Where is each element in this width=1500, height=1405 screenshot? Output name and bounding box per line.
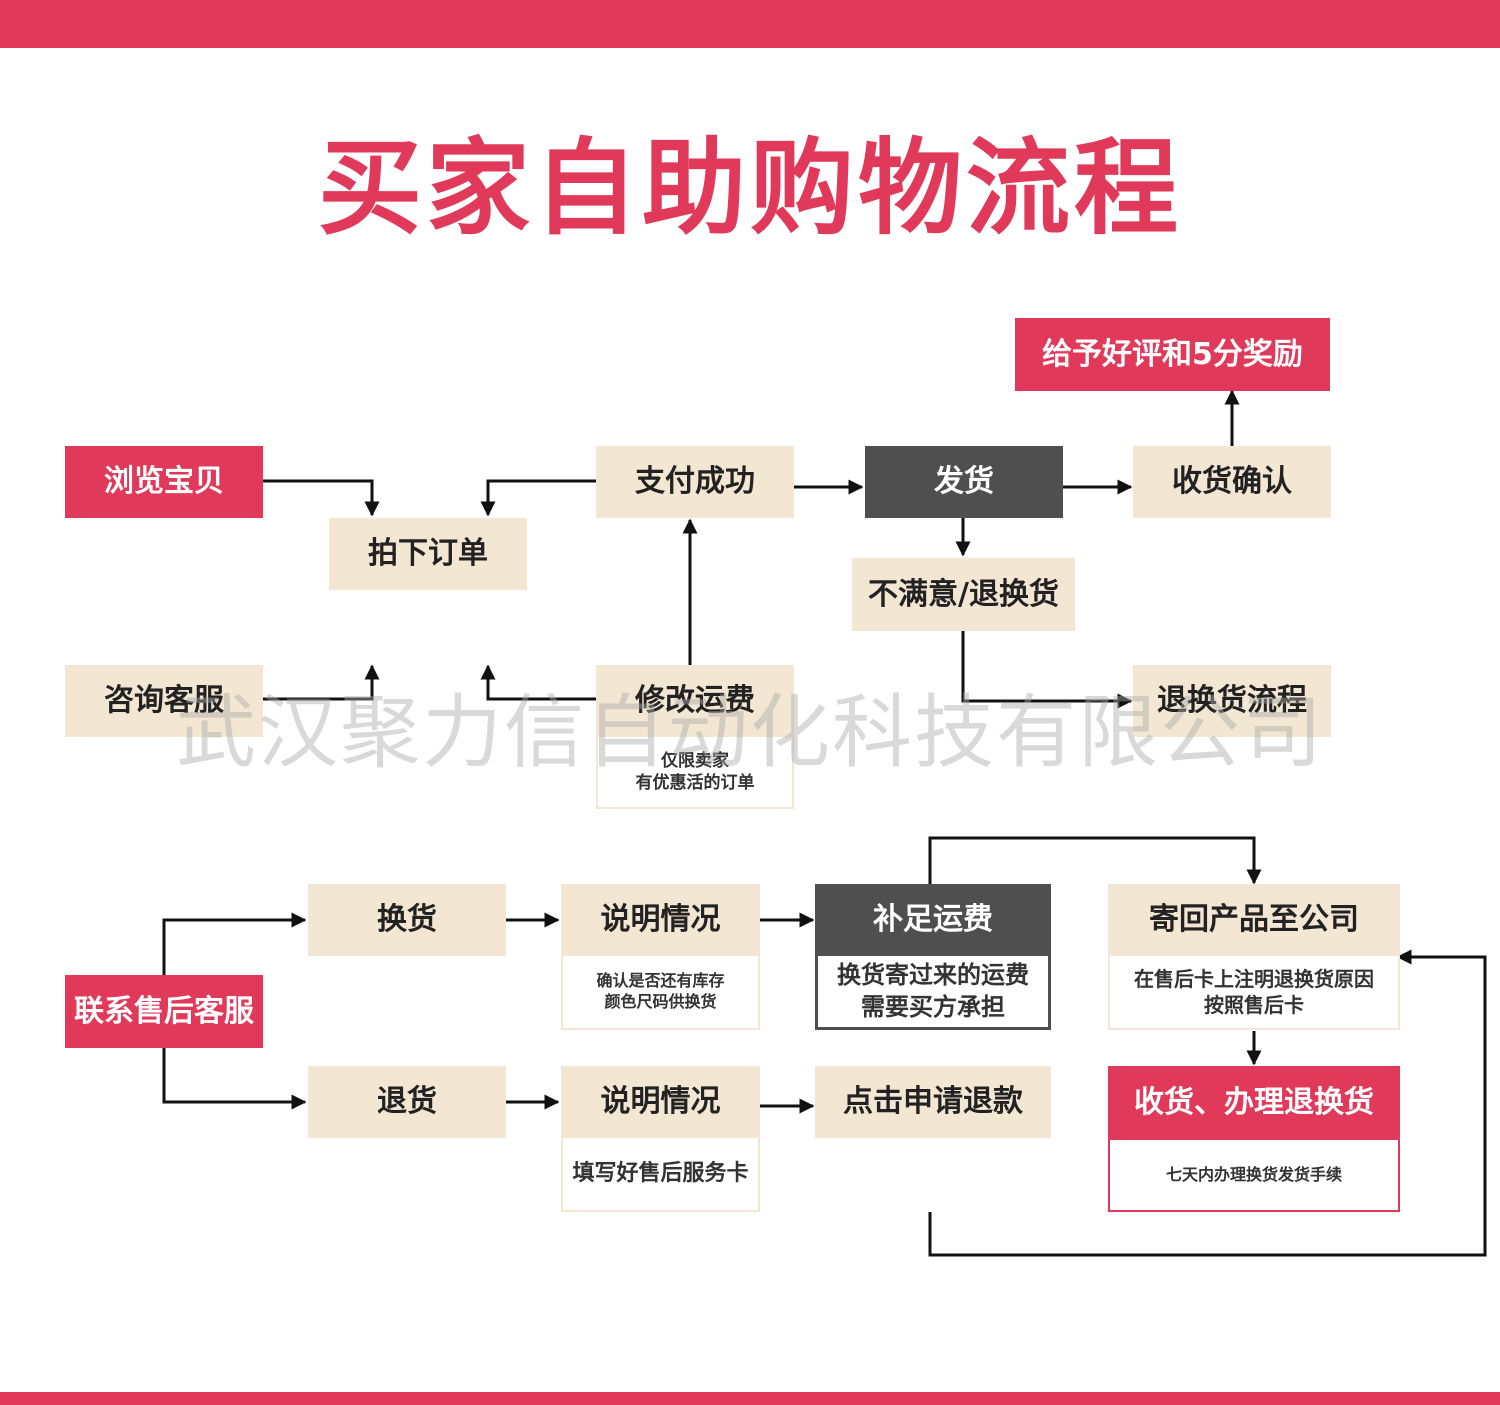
process-return-note: 七天内办理换货发货手续	[1108, 1140, 1400, 1212]
explain-exchange-note: 确认是否还有库存 颜色尺码供换货	[561, 956, 760, 1030]
return-box: 退货	[308, 1066, 506, 1138]
pay-extra-shipping-note: 换货寄过来的运费 需要买方承担	[815, 956, 1051, 1030]
page-title: 买家自助购物流程	[317, 127, 1182, 249]
contact-after-sales-box: 联系售后客服	[65, 975, 263, 1048]
send-back-note: 在售后卡上注明退换货原因 按照售后卡	[1108, 956, 1400, 1030]
send-back-box: 寄回产品至公司	[1108, 884, 1400, 956]
modify-shipping-box: 修改运费	[596, 665, 794, 737]
explain-return-box: 说明情况	[561, 1066, 760, 1138]
place-order-box: 拍下订单	[329, 518, 527, 590]
bottom-accent-bar	[0, 1392, 1500, 1405]
unsatisfied-return-box: 不满意/退换货	[852, 558, 1075, 631]
ship-box: 发货	[865, 446, 1063, 518]
confirm-receipt-box: 收货确认	[1133, 446, 1331, 518]
top-accent-bar	[0, 0, 1500, 48]
process-return-box: 收货、办理退换货	[1108, 1066, 1400, 1140]
modify-shipping-note: 仅限卖家 有优惠活的订单	[596, 737, 794, 809]
apply-refund-box: 点击申请退款	[815, 1066, 1051, 1138]
explain-return-note: 填写好售后服务卡	[561, 1138, 760, 1212]
payment-success-box: 支付成功	[596, 446, 794, 518]
consult-service-box: 咨询客服	[65, 665, 263, 737]
return-flow-box: 退换货流程	[1133, 665, 1331, 737]
pay-extra-shipping-box: 补足运费	[815, 884, 1051, 956]
exchange-box: 换货	[308, 884, 506, 956]
browse-items-box: 浏览宝贝	[65, 446, 263, 518]
explain-exchange-box: 说明情况	[561, 884, 760, 956]
good-review-reward-box: 给予好评和5分奖励	[1015, 318, 1330, 391]
